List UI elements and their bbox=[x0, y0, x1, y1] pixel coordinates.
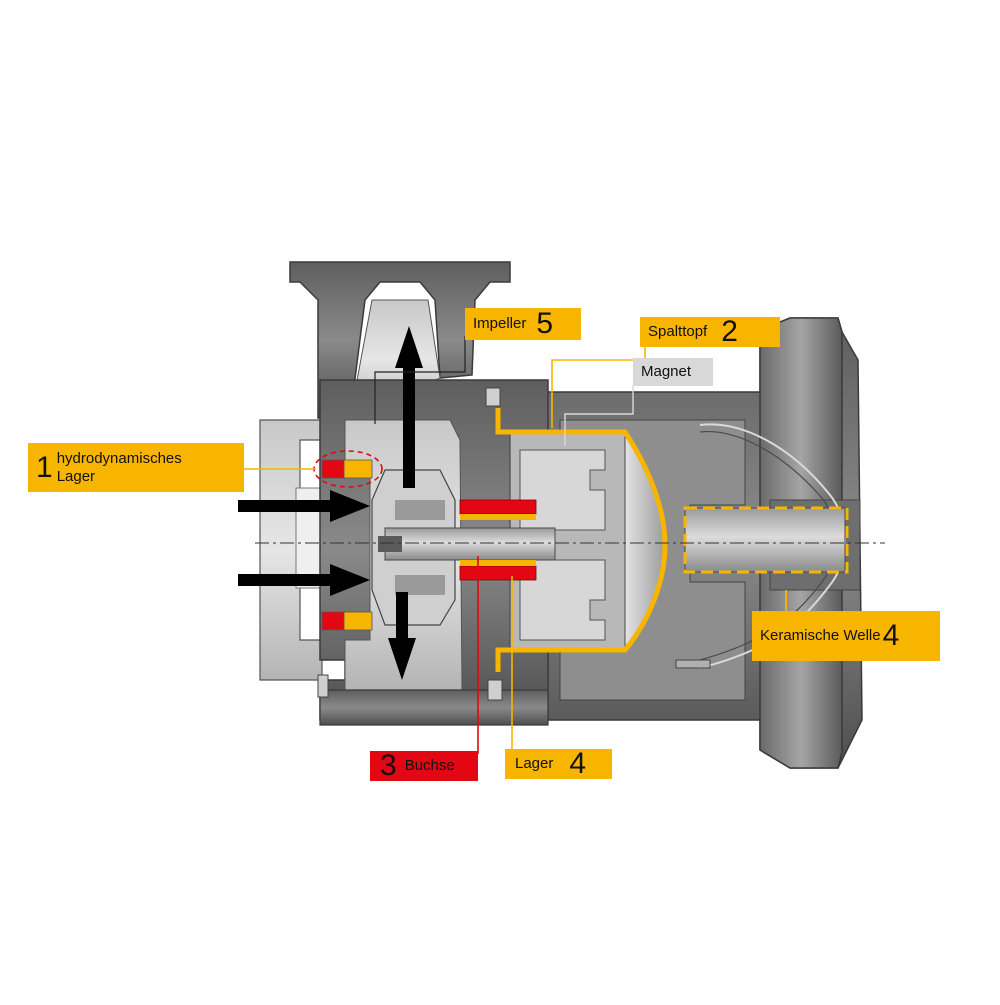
label-text: Impeller bbox=[473, 315, 527, 333]
flow-arrows bbox=[238, 326, 423, 680]
label-spalttopf: Spalttopf 2 bbox=[640, 317, 780, 347]
flow-arrow-down bbox=[388, 592, 416, 680]
containment-shell-yellow bbox=[495, 408, 668, 672]
inlet-arrow-upper bbox=[238, 490, 370, 522]
label-magnet: Magnet bbox=[633, 358, 713, 386]
label-number: 4 bbox=[569, 747, 587, 780]
label-impeller: Impeller 5 bbox=[465, 308, 581, 340]
label-number: 4 bbox=[882, 619, 900, 652]
label-text: Spalttopf bbox=[648, 323, 708, 341]
label-text: Magnet bbox=[641, 363, 692, 381]
label-text-group: hydrodynamisches Lager bbox=[57, 450, 182, 485]
label-buchse: 3 Buchse bbox=[370, 751, 478, 781]
label-text-line2: Lager bbox=[56, 467, 96, 485]
shaft bbox=[378, 507, 846, 573]
bearing-parts-yellow bbox=[460, 514, 536, 566]
bushing-parts-red bbox=[459, 499, 537, 581]
inlet-arrow-lower bbox=[238, 564, 370, 596]
label-number: 1 bbox=[36, 450, 53, 484]
leader-lines bbox=[244, 336, 787, 754]
label-number: 5 bbox=[536, 307, 554, 340]
label-number: 3 bbox=[380, 749, 397, 782]
label-text: Buchse bbox=[404, 757, 455, 775]
label-hydrodynamisches-lager: 1 hydrodynamisches Lager bbox=[28, 443, 244, 492]
label-lager: Lager 4 bbox=[505, 749, 612, 779]
label-text: Keramische Welle bbox=[760, 627, 881, 645]
outlet-arrow-up bbox=[395, 326, 423, 488]
label-text: Lager bbox=[515, 755, 554, 773]
label-number: 2 bbox=[721, 315, 738, 348]
label-text-line1: hydrodynamisches bbox=[56, 450, 182, 468]
ceramic-shaft-highlight bbox=[683, 506, 849, 574]
label-keramische-welle: Keramische Welle 4 bbox=[752, 611, 940, 661]
